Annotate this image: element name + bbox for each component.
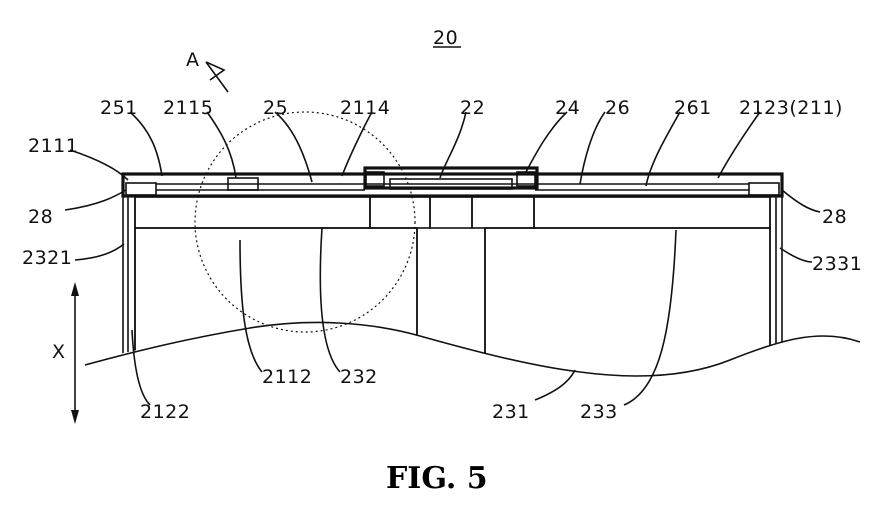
label-28-right: 28 bbox=[822, 206, 847, 228]
label-2111: 2111 bbox=[28, 135, 78, 157]
label-25: 25 bbox=[263, 97, 288, 119]
label-22: 22 bbox=[460, 97, 485, 119]
detail-marker: A bbox=[186, 49, 200, 71]
label-261: 261 bbox=[674, 97, 712, 119]
housing-body bbox=[123, 196, 782, 390]
plate-layer bbox=[135, 197, 770, 228]
label-251: 251 bbox=[100, 97, 138, 119]
detail-circle bbox=[195, 112, 415, 332]
figure-caption: FIG. 5 bbox=[386, 461, 488, 496]
label-28-left: 28 bbox=[28, 206, 53, 228]
direction-arrow bbox=[71, 282, 79, 424]
break-line bbox=[85, 322, 860, 376]
label-2331: 2331 bbox=[812, 253, 862, 275]
label-232: 232 bbox=[340, 366, 378, 388]
label-2114: 2114 bbox=[340, 97, 390, 119]
label-2321: 2321 bbox=[22, 247, 72, 269]
top-cover bbox=[123, 168, 782, 196]
label-2115: 2115 bbox=[163, 97, 213, 119]
leader-lines bbox=[65, 112, 820, 405]
label-x: X bbox=[52, 341, 66, 363]
label-26: 26 bbox=[605, 97, 630, 119]
label-231: 231 bbox=[492, 401, 530, 423]
device-number: 20 bbox=[433, 27, 458, 49]
label-2112: 2112 bbox=[262, 366, 312, 388]
label-24: 24 bbox=[555, 97, 580, 119]
label-233: 233 bbox=[580, 401, 618, 423]
label-2122: 2122 bbox=[140, 401, 190, 423]
label-2123: 2123(211) bbox=[739, 97, 843, 119]
